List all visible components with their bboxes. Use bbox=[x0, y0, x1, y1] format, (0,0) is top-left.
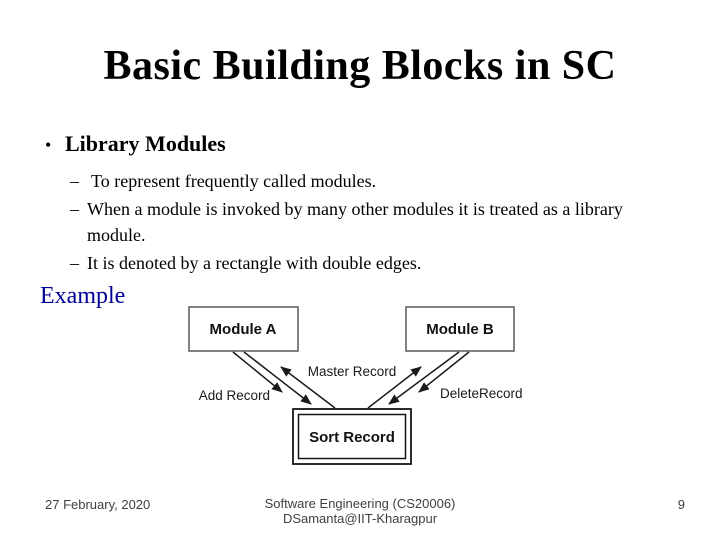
module-a-box: Module A bbox=[188, 306, 299, 352]
arrow-b-to-sort-delete-record bbox=[418, 351, 470, 393]
footer-date: 27 February, 2020 bbox=[45, 497, 151, 512]
footer-course-line1: Software Engineering (CS20006) bbox=[264, 496, 456, 511]
footer-course-info: Software Engineering (CS20006) DSamanta@… bbox=[160, 496, 560, 526]
delete-record-label: DeleteRecord bbox=[440, 386, 523, 401]
master-record-label: Master Record bbox=[308, 364, 397, 379]
sub-bullet-text: To represent frequently called modules. bbox=[91, 171, 377, 191]
footer-course-line2: DSamanta@IIT-Kharagpur bbox=[282, 511, 438, 526]
sub-bullet-list: – To represent frequently called modules… bbox=[70, 168, 645, 278]
bullet-icon: • bbox=[45, 135, 52, 155]
example-heading: Example bbox=[40, 283, 126, 309]
module-a-label: Module A bbox=[210, 321, 277, 338]
module-b-box: Module B bbox=[405, 306, 515, 352]
bullet-library-modules: • Library Modules bbox=[45, 131, 685, 157]
add-record-label: Add Record bbox=[199, 388, 270, 403]
footer-page-number: 9 bbox=[677, 497, 685, 512]
list-item: – When a module is invoked by many other… bbox=[70, 196, 645, 248]
arrow-sort-to-a-master-record bbox=[280, 366, 336, 409]
arrow-a-to-sort-add-record bbox=[232, 351, 283, 393]
arrow-a-to-sort bbox=[243, 351, 312, 405]
sort-record-label: Sort Record bbox=[309, 429, 395, 446]
sort-record-box: Sort Record bbox=[292, 408, 412, 465]
dash-icon: – bbox=[70, 199, 79, 219]
list-item: – To represent frequently called modules… bbox=[70, 168, 645, 194]
sub-bullet-text: When a module is invoked by many other m… bbox=[87, 199, 623, 245]
arrow-sort-to-b-master-record bbox=[367, 366, 422, 409]
bullet-label: Library Modules bbox=[65, 131, 226, 156]
arrow-b-to-sort bbox=[388, 351, 460, 405]
sub-bullet-text: It is denoted by a rectangle with double… bbox=[87, 253, 422, 273]
page-title: Basic Building Blocks in SC bbox=[103, 43, 617, 89]
dash-icon: – bbox=[70, 253, 79, 273]
module-b-label: Module B bbox=[426, 321, 494, 338]
dash-icon: – bbox=[70, 171, 79, 191]
list-item: – It is denoted by a rectangle with doub… bbox=[70, 250, 645, 276]
